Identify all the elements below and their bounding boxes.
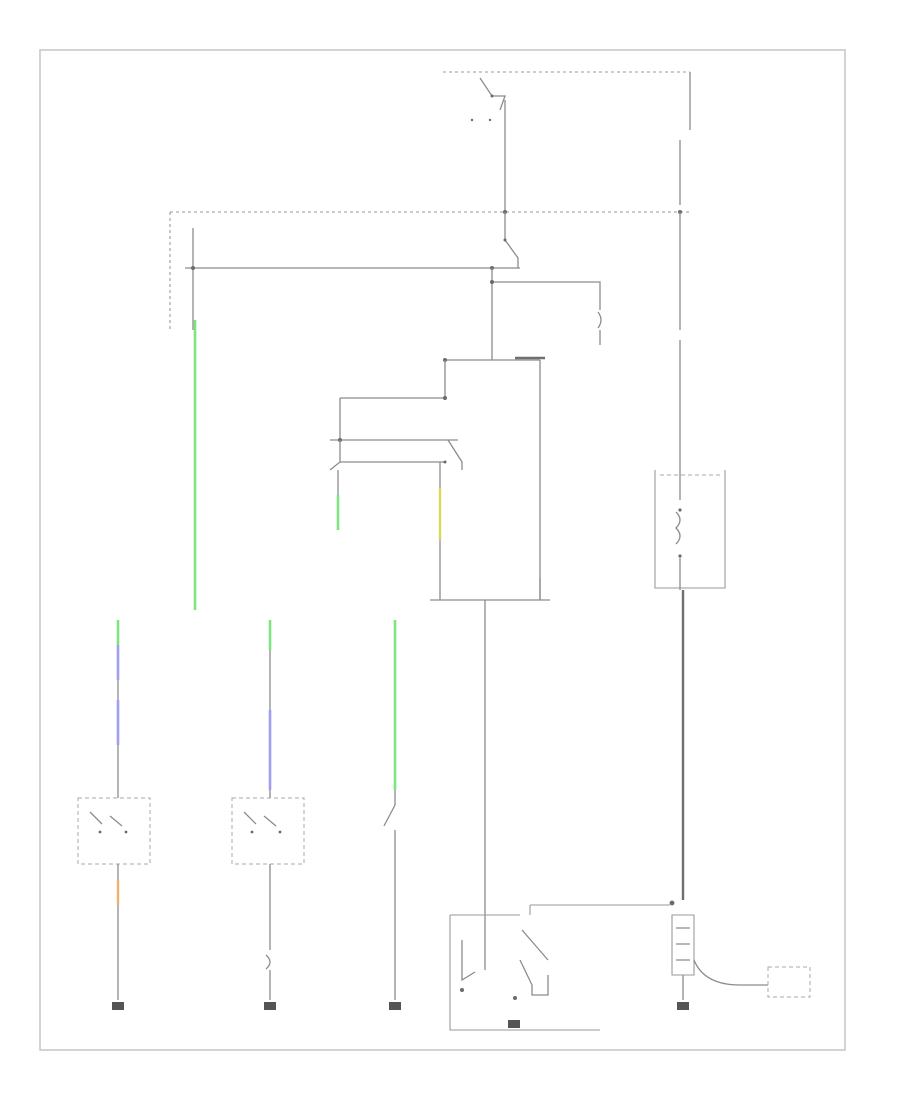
ignition-switch [443, 71, 690, 212]
fuse-right [597, 290, 602, 345]
starter-motor [449, 904, 670, 1031]
starter-relay [329, 439, 463, 471]
switch-column-1 [77, 620, 151, 1010]
battery [671, 914, 768, 1010]
transmission-ground [767, 966, 811, 998]
diagram-frame [39, 49, 846, 1051]
fuse-box-top [679, 72, 691, 205]
starter-cut-relay [503, 212, 519, 268]
clutch-switch-column [383, 620, 401, 1010]
switch-column-2 [231, 620, 305, 1010]
fuse-relay-box [654, 440, 726, 590]
